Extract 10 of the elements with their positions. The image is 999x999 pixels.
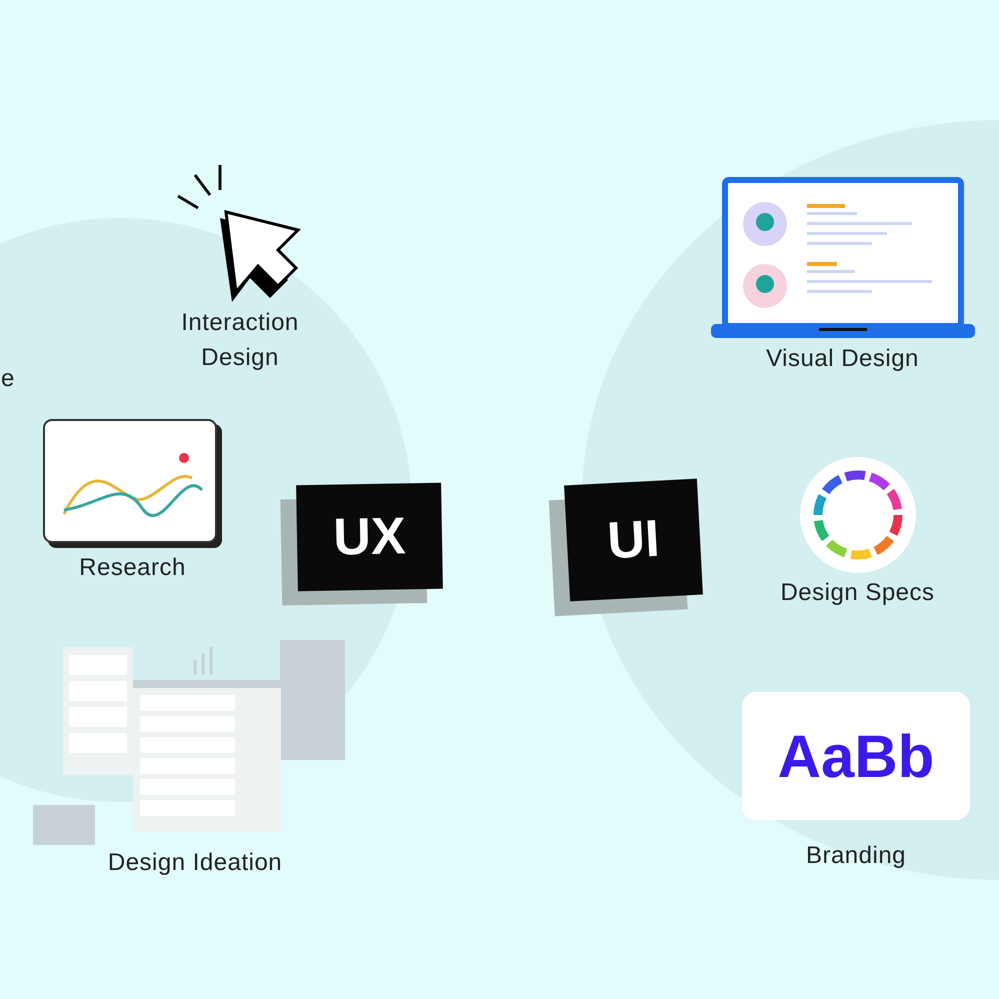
node-label: Design Specs <box>780 578 935 608</box>
tag-card: UX <box>296 482 443 592</box>
node-label: Research <box>79 553 186 583</box>
node-label: Branding <box>806 841 906 871</box>
cut-off-text: e <box>1 365 14 393</box>
node-label: Design Ideation <box>108 848 282 878</box>
node-label: Interaction Design <box>180 308 300 373</box>
node-label: Visual Design <box>766 344 919 374</box>
typography-card: AaBb <box>742 692 970 820</box>
tag-card: UI <box>564 478 703 602</box>
